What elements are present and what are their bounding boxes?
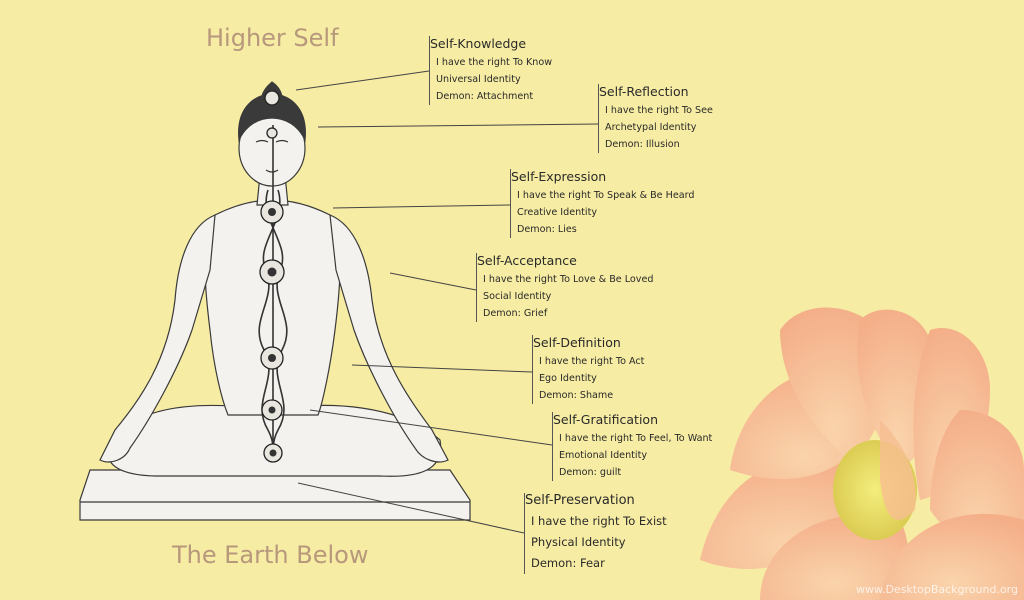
chakra-demon: Demon: Fear xyxy=(531,556,605,570)
chakra-right: I have the right To See xyxy=(605,105,713,116)
chakra-right: I have the right To Act xyxy=(539,356,645,367)
chakra-symbol-icon xyxy=(264,90,280,106)
chakra-label-self-expression: Self-Expression I have the right To Spea… xyxy=(510,169,695,238)
chakra-right: I have the right To Feel, To Want xyxy=(559,433,713,444)
watermark: www.DesktopBackground.org xyxy=(855,583,1018,596)
chakra-right: I have the right To Speak & Be Heard xyxy=(517,190,695,201)
chakra-title: Self-Reflection xyxy=(599,84,689,99)
chakra-label-self-acceptance: Self-Acceptance I have the right To Love… xyxy=(476,253,653,322)
chakra-identity: Ego Identity xyxy=(539,373,597,384)
chakra-identity: Universal Identity xyxy=(436,74,521,85)
earth-below-heading: The Earth Below xyxy=(172,541,369,569)
higher-self-heading: Higher Self xyxy=(206,24,339,52)
chakra-demon: Demon: guilt xyxy=(559,467,622,478)
chakra-demon: Demon: Grief xyxy=(483,308,548,319)
chakra-demon: Demon: Shame xyxy=(539,390,614,401)
chakra-title: Self-Preservation xyxy=(525,493,635,508)
chakra-label-self-reflection: Self-Reflection I have the right To See … xyxy=(598,84,713,153)
chakra-title: Self-Knowledge xyxy=(430,36,527,51)
chakra-label-self-preservation: Self-Preservation I have the right To Ex… xyxy=(524,493,667,574)
chakra-right: I have the right To Exist xyxy=(531,514,667,528)
chakra-label-self-gratification: Self-Gratification I have the right To F… xyxy=(552,412,712,481)
chakra-right: I have the right To Know xyxy=(436,57,553,68)
chakra-title: Self-Definition xyxy=(533,335,621,350)
chakra-label-self-definition: Self-Definition I have the right To Act … xyxy=(532,335,644,404)
chakra-demon: Demon: Attachment xyxy=(436,91,534,102)
chakra-right: I have the right To Love & Be Loved xyxy=(483,274,654,285)
chakra-identity: Physical Identity xyxy=(531,535,626,549)
chakra-label-self-knowledge: Self-Knowledge I have the right To Know … xyxy=(429,36,552,105)
chakra-title: Self-Acceptance xyxy=(477,253,577,268)
chakra-title: Self-Expression xyxy=(511,169,607,184)
chakra-demon: Demon: Illusion xyxy=(605,139,680,150)
chakra-identity: Creative Identity xyxy=(517,207,598,218)
chakra-identity: Archetypal Identity xyxy=(605,122,697,133)
chakra-symbol-icon xyxy=(266,127,278,139)
chakra-title: Self-Gratification xyxy=(553,412,658,427)
chakra-identity: Social Identity xyxy=(483,291,552,302)
chakra-demon: Demon: Lies xyxy=(517,224,577,235)
chakra-identity: Emotional Identity xyxy=(559,450,648,461)
